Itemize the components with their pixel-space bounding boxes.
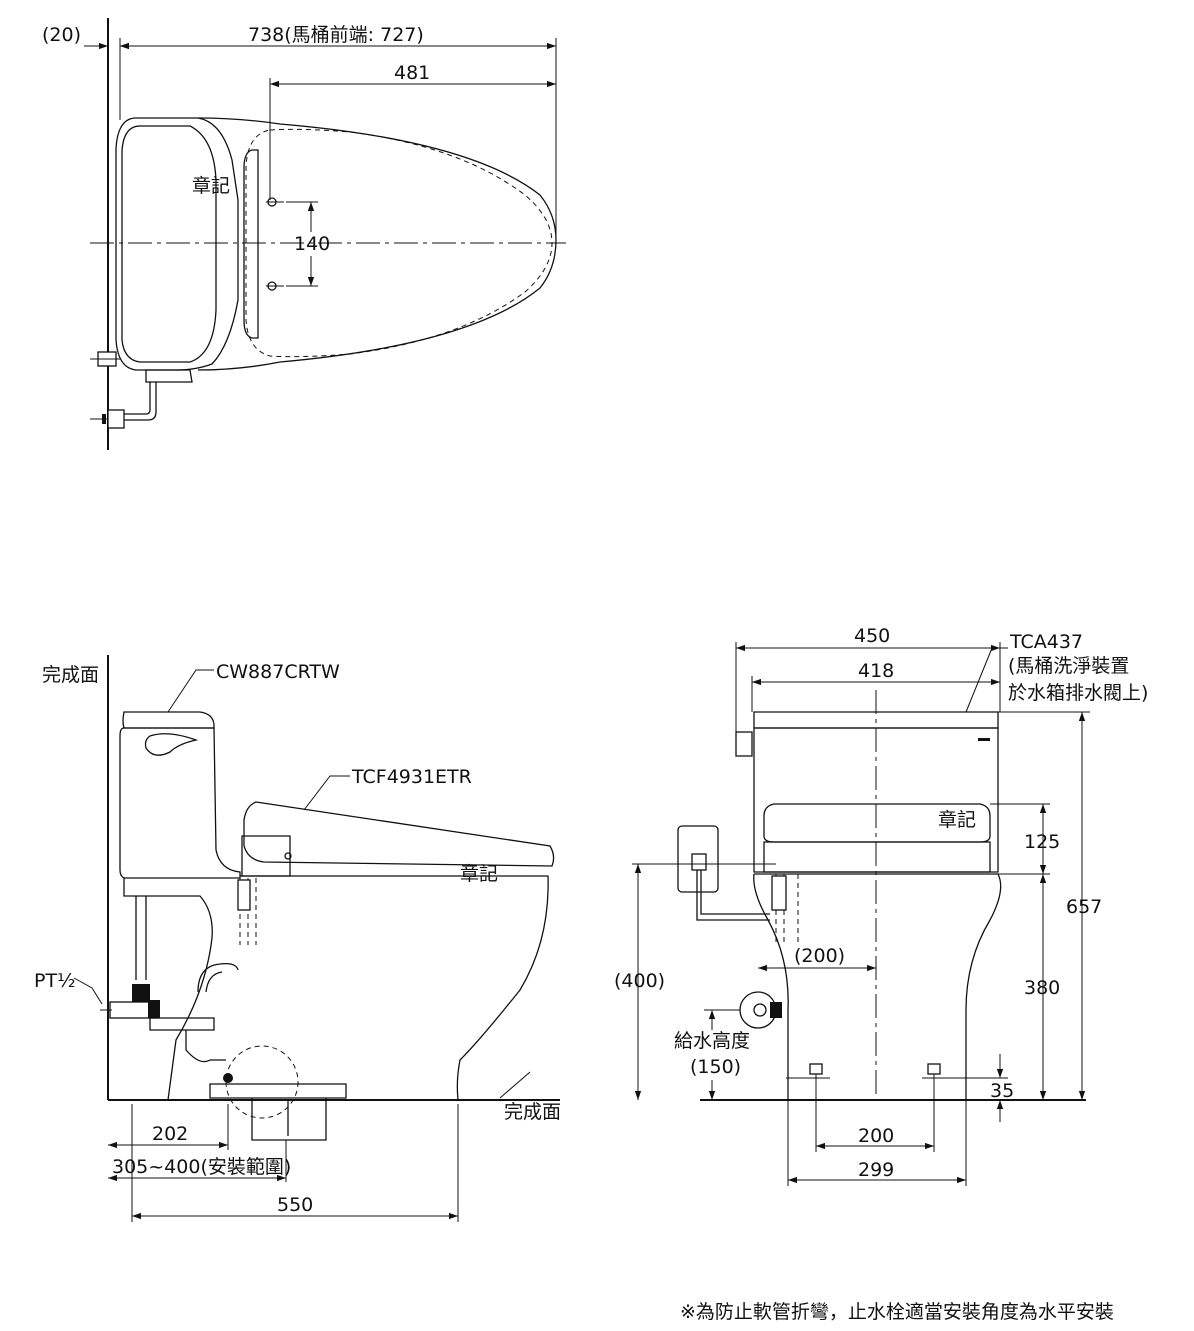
seat-hinge-side	[241, 835, 291, 877]
front-supply-fitting	[771, 875, 787, 911]
front-tank-body	[753, 727, 999, 873]
side-logo-mark: 章記	[460, 863, 498, 885]
trap-curve-inner	[205, 971, 223, 993]
floor-surface-label: 完成面	[504, 1101, 561, 1123]
mount-bolt-lower	[266, 281, 284, 291]
valve-detail-pipe	[696, 870, 770, 921]
bowl-height-label: (400)	[614, 970, 665, 992]
overall-width-label: 450	[854, 625, 890, 647]
kit-model-leader	[965, 647, 1008, 713]
tank-lid	[122, 711, 215, 729]
base-flange	[209, 1083, 347, 1099]
hinge-pin	[284, 852, 292, 860]
side-view: 完成面 完成面 章記 CW887CRTW TCF4931ETR PT½	[34, 655, 561, 1222]
valve-detail-box	[677, 825, 719, 893]
stop-valve-body	[132, 984, 150, 1002]
seat-depth-label: 481	[394, 62, 430, 84]
flush-lever	[735, 731, 753, 757]
pipe-thread-label: PT½	[34, 970, 75, 992]
seat-hinge	[243, 149, 259, 339]
overall-height-label: 657	[1066, 896, 1102, 918]
front-stop-valve-core	[753, 1003, 767, 1017]
overall-depth-label: 738(馬桶前端: 727)	[248, 24, 424, 46]
front-view: 450 418 TCA437 (馬桶洗淨裝置 於水箱排水閥上) 章記	[614, 625, 1148, 1186]
top-view: (20) 738(馬桶前端: 727) 481 140	[42, 18, 566, 450]
mount-bolt-upper	[266, 197, 284, 207]
install-range-label: 305~400(安裝範圍)	[112, 1156, 291, 1178]
wall-offset-label: (20)	[42, 24, 81, 46]
outlet-circle	[225, 1045, 299, 1119]
kit-model-label: TCA437	[1009, 631, 1083, 653]
front-seat-base	[763, 841, 991, 873]
seat-outline	[245, 128, 553, 358]
base-width-label: 299	[858, 1159, 894, 1181]
tank-badge	[978, 738, 990, 741]
seat-model-leader	[303, 775, 350, 811]
seat-lid	[243, 801, 555, 867]
tank-model-label: CW887CRTW	[216, 661, 340, 683]
rough-in-label: 202	[152, 1123, 188, 1145]
tank-outline	[115, 117, 239, 371]
valve-detail-body	[691, 853, 707, 871]
bowl-front-profile	[240, 875, 549, 1101]
floor-bolt-left	[786, 1063, 830, 1100]
supply-height-caption: 給水高度	[674, 1030, 750, 1052]
floor-bolt-right	[922, 1063, 968, 1100]
mount-spacing-label: 140	[294, 233, 330, 255]
tank-width-label: 418	[858, 660, 894, 682]
base-height-label: 35	[990, 1080, 1014, 1102]
tank-lid-outline	[121, 125, 217, 363]
pipe-thread-leader	[73, 977, 103, 1005]
kit-note-line2: 於水箱排水閥上)	[1008, 682, 1148, 704]
floor-leader	[499, 1071, 531, 1099]
tank-body	[119, 727, 241, 879]
valve-handle	[102, 414, 106, 424]
supply-pipe	[122, 382, 157, 421]
supply-offset-label: (200)	[794, 945, 845, 967]
seat-offset-label: 125	[1024, 831, 1060, 853]
front-bowl-left	[753, 873, 789, 1100]
kit-note-line1: (馬桶洗淨裝置	[1008, 655, 1129, 677]
wall-surface-label: 完成面	[42, 664, 99, 686]
stop-valve-nut	[148, 1000, 160, 1018]
side-supply-hose	[135, 896, 147, 980]
seat-model-label: TCF4931ETR	[351, 766, 472, 788]
tank-lever-icon	[144, 733, 199, 756]
bolt-spacing-label: 200	[858, 1125, 894, 1147]
side-depth-label: 550	[277, 1194, 313, 1216]
top-logo-mark: 章記	[192, 175, 230, 197]
trap-curve-outer	[197, 962, 239, 993]
tank-model-leader	[167, 669, 214, 713]
front-bowl-right	[754, 873, 1002, 1100]
seat-supply-fitting	[237, 879, 251, 911]
stop-valve-lower	[107, 409, 125, 429]
front-stop-valve-nut	[770, 1002, 782, 1018]
tank-outlet-fitting	[145, 369, 193, 383]
bowl-outline	[197, 117, 557, 371]
floor-bolt	[223, 1073, 233, 1083]
floor-drain	[251, 1098, 327, 1141]
drain-pipe	[185, 1030, 226, 1063]
footnote: ※為防止軟管折彎，止水栓適當安裝角度為水平安裝	[680, 1301, 1114, 1323]
supply-pipe-inner	[122, 382, 151, 415]
drain-flange	[149, 1017, 215, 1031]
bowl-rear-profile	[123, 878, 213, 1101]
front-logo-mark: 章記	[938, 809, 976, 831]
supply-height-label: (150)	[690, 1056, 741, 1078]
seat-height-label: 380	[1024, 977, 1060, 999]
